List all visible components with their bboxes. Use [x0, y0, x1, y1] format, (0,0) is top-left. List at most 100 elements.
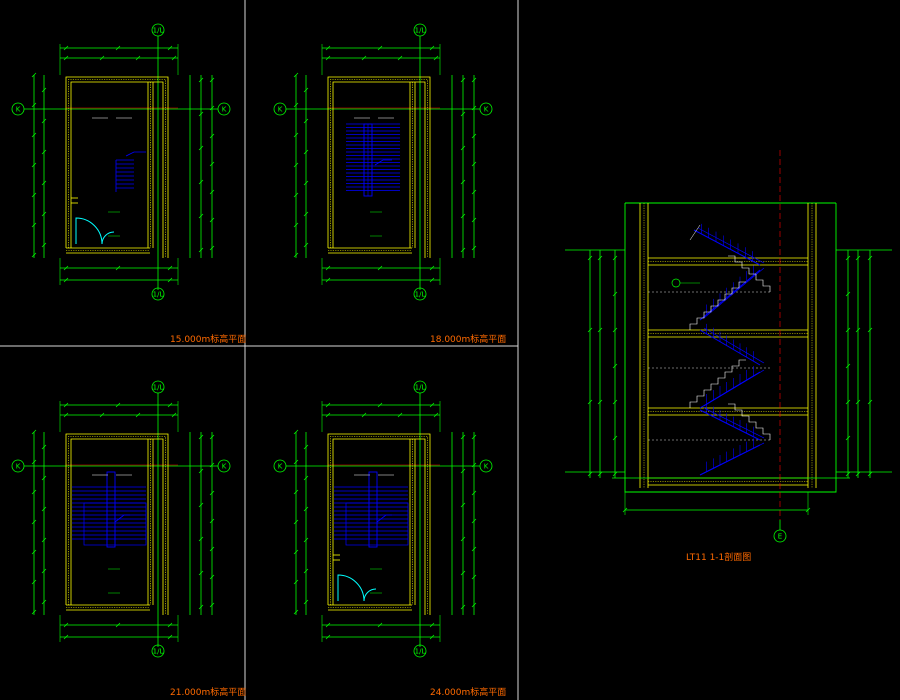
dim-tick	[198, 247, 204, 253]
dim-tick	[460, 213, 466, 219]
step-profile	[728, 255, 771, 292]
dim-tick	[303, 242, 309, 248]
stair-flight	[334, 471, 409, 548]
dim-tick	[41, 242, 47, 248]
stair-flight	[346, 123, 400, 197]
dim-tick	[41, 118, 47, 124]
dim-tick	[31, 162, 37, 168]
dim-tick	[597, 255, 603, 261]
dim-tick	[41, 475, 47, 481]
dim-tick	[115, 45, 121, 51]
dim-tick	[209, 217, 215, 223]
axis-bubble-column-bottom: 1/L	[413, 644, 427, 658]
dim-tick	[612, 327, 618, 333]
axis-bubble-label: 1/L	[153, 383, 164, 391]
dim-tick	[845, 255, 851, 261]
dim-tick	[135, 55, 141, 61]
dim-tick	[303, 211, 309, 217]
dim-tick	[303, 118, 309, 124]
viewport-borders	[0, 0, 519, 700]
title-plan-15000: 15.000m标高平面	[170, 333, 246, 345]
dim-tick	[293, 162, 299, 168]
stair-handrail	[697, 227, 765, 264]
dim-tick	[63, 412, 69, 418]
axis-bubble-label: K	[16, 105, 21, 113]
dim-tick	[460, 145, 466, 151]
dim-tick	[471, 546, 477, 552]
dim-tick	[867, 327, 873, 333]
axis-bubble-circle	[151, 380, 165, 394]
dim-tick	[325, 265, 331, 271]
dim-tick	[63, 622, 69, 628]
dim-tick	[845, 435, 851, 441]
dim-tick	[209, 161, 215, 167]
dim-tick	[31, 102, 37, 108]
dim-tick	[471, 217, 477, 223]
axis-bubble-label: K	[484, 105, 489, 113]
dim-tick	[209, 245, 215, 251]
dim-tick	[377, 622, 383, 628]
dim-tick	[63, 265, 69, 271]
dim-tick	[303, 568, 309, 574]
dim-tick	[471, 602, 477, 608]
axis-bubble-label: 1/L	[415, 26, 426, 34]
dim-tick	[293, 519, 299, 525]
axis-bubble-circle	[151, 644, 165, 658]
axis-bubble-label: K	[222, 105, 227, 113]
dim-tick	[855, 399, 861, 405]
dim-tick	[377, 45, 383, 51]
wall-outer	[327, 76, 431, 258]
dim-tick	[471, 133, 477, 139]
dim-tick	[429, 622, 435, 628]
stair-flight	[115, 151, 146, 192]
dim-tick	[167, 45, 173, 51]
dim-tick	[31, 252, 37, 258]
level-marks	[92, 474, 132, 594]
dim-tick	[471, 490, 477, 496]
dim-tick	[209, 518, 215, 524]
dim-tick	[845, 399, 851, 405]
dim-tick	[471, 434, 477, 440]
dim-tick	[293, 102, 299, 108]
axis-bubble-e: E	[773, 529, 787, 543]
stair-stringer	[699, 329, 761, 366]
axis-bubble-label: K	[278, 105, 283, 113]
stair-stringer	[699, 269, 761, 321]
dim-tick	[198, 536, 204, 542]
dim-tick	[198, 111, 204, 117]
stair-well	[106, 471, 116, 548]
dim-tick	[31, 549, 37, 555]
dim-tick	[293, 429, 299, 435]
dim-tick	[612, 255, 618, 261]
wall-hatch	[330, 79, 428, 258]
dim-tick	[429, 45, 435, 51]
axis-bubble-label: 1/L	[153, 647, 164, 655]
dim-tick	[41, 87, 47, 93]
dim-tick	[612, 291, 618, 297]
dim-tick	[198, 145, 204, 151]
dim-tick	[460, 247, 466, 253]
door-arc	[363, 588, 377, 602]
dim-tick	[460, 604, 466, 610]
dim-tick	[63, 45, 69, 51]
dim-tick	[198, 502, 204, 508]
dim-tick	[209, 189, 215, 195]
axis-bubble-circle	[413, 287, 427, 301]
dim-tick	[41, 211, 47, 217]
dim-tick	[209, 546, 215, 552]
dim-tick	[325, 634, 331, 640]
dim-tick	[325, 45, 331, 51]
axis-bubble-label: K	[16, 462, 21, 470]
dim-tick	[41, 180, 47, 186]
axis-bubble-circle	[773, 529, 787, 543]
dim-tick	[31, 222, 37, 228]
section-1-1-drawing[interactable]: E	[565, 150, 892, 543]
dim-tick	[31, 609, 37, 615]
level-marks	[92, 117, 132, 237]
dim-tick	[587, 327, 593, 333]
